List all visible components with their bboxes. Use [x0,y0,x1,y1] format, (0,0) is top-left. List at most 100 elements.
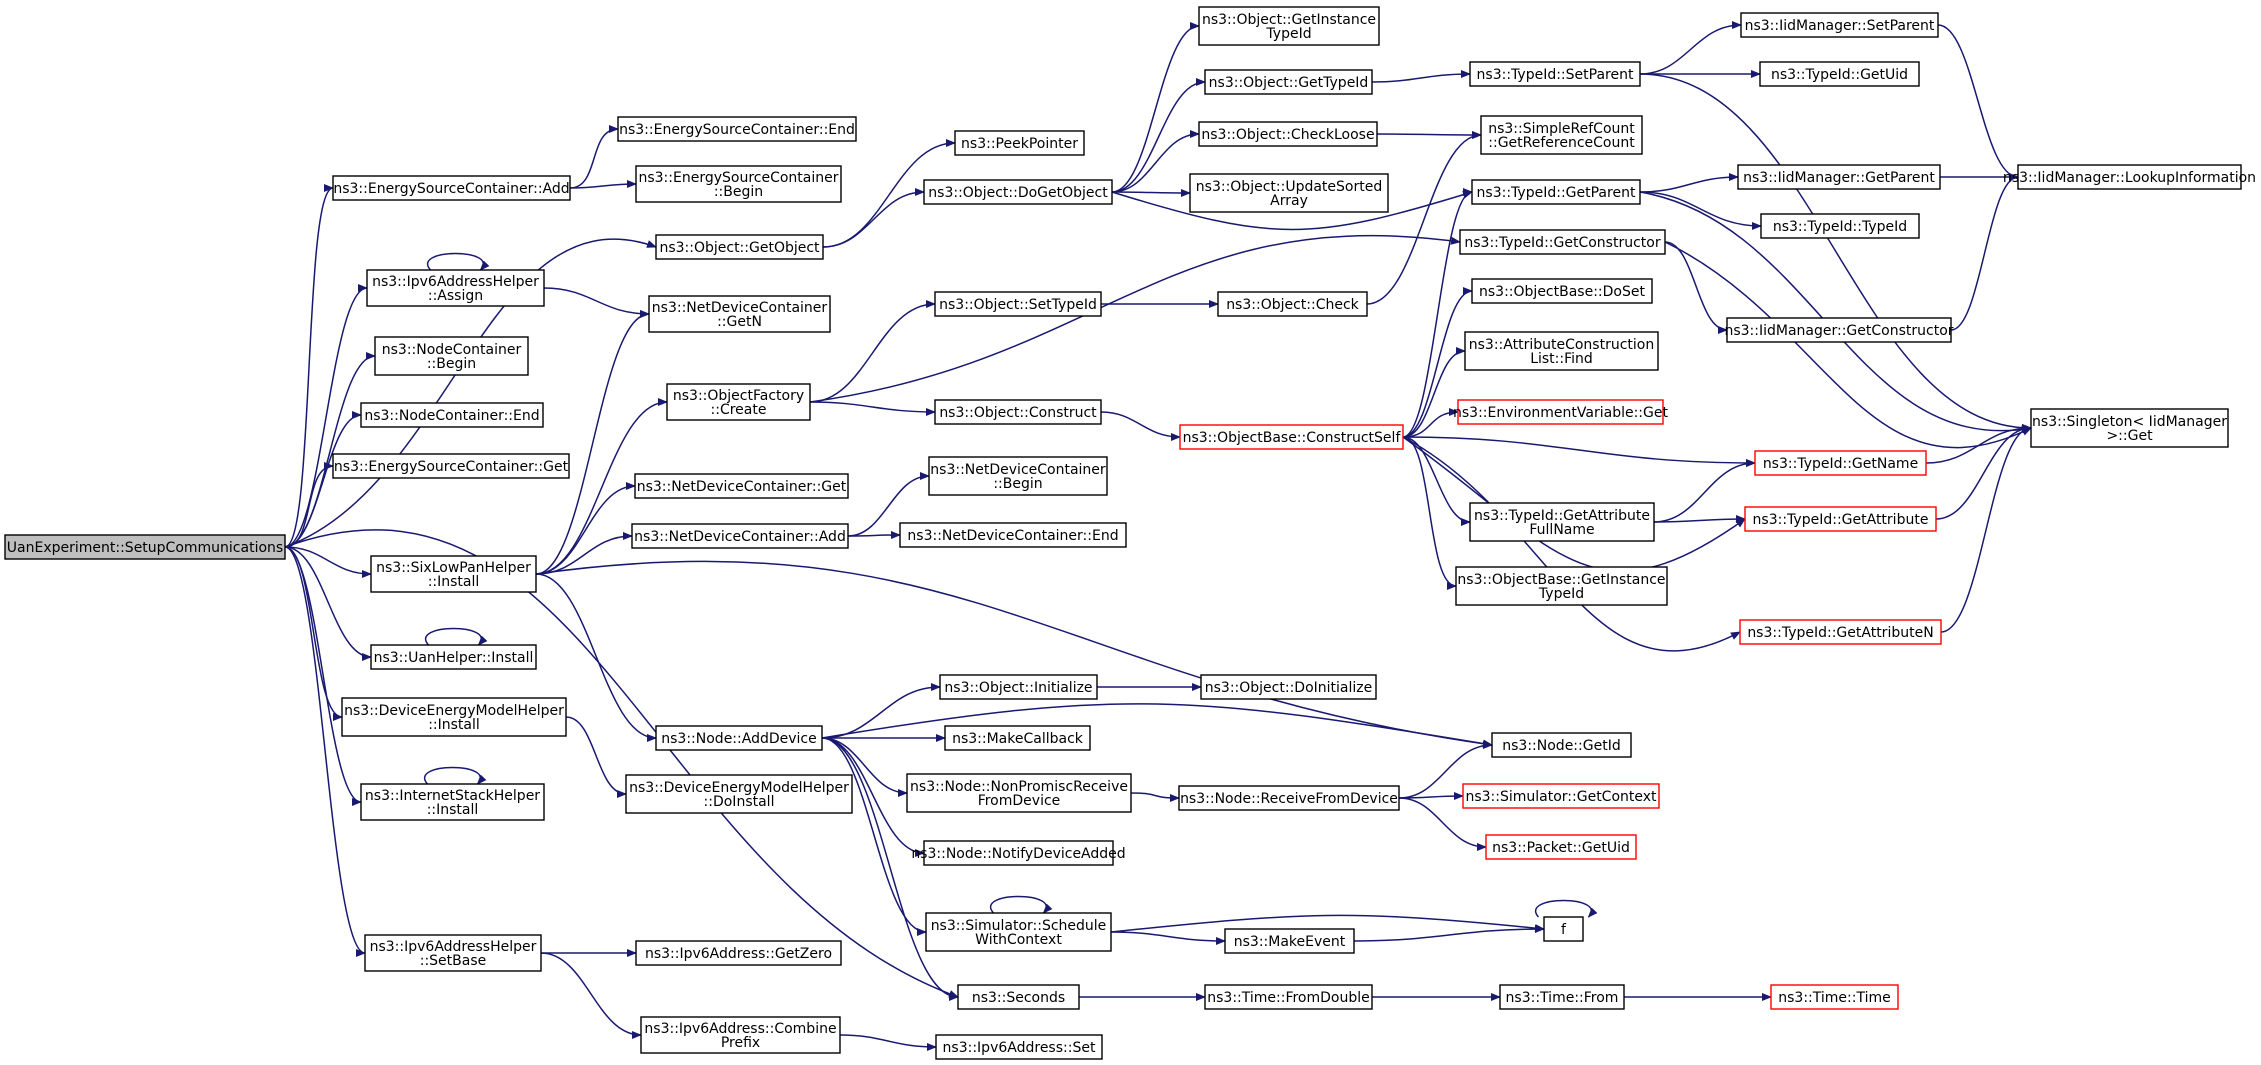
node-ipv6a_set[interactable]: ns3::Ipv6Address::Set [935,1034,1103,1060]
node-node_notify[interactable]: ns3::Node::NotifyDeviceAdded [911,840,1126,866]
edge-uanh-to-uanh [424,627,488,646]
node-box [1740,12,1939,38]
node-obj_dogetobject[interactable]: ns3::Object::DoGetObject [923,179,1113,205]
node-tid_setparent[interactable]: ns3::TypeId::SetParent [1469,61,1641,87]
node-box [939,674,1098,700]
node-packet_getuid[interactable]: ns3::Packet::GetUid [1485,834,1637,860]
node-ob_constructself[interactable]: ns3::ObjectBase::ConstructSelf [1179,424,1404,450]
node-time_time[interactable]: ns3::Time::Time [1770,984,1899,1010]
node-label: ::Install [428,574,480,590]
node-obj_gettypeid[interactable]: ns3::Object::GetTypeId [1204,69,1373,95]
node-box [1217,291,1368,317]
node-iid_setparent[interactable]: ns3::IidManager::SetParent [1740,12,1939,38]
node-ipv6h_setbase[interactable]: ns3::Ipv6AddressHelper::SetBase [364,934,542,972]
edge-ipv6h_assign-to-ipv6h_assign [426,252,490,271]
node-tid_getconstructor[interactable]: ns3::TypeId::GetConstructor [1459,229,1666,255]
node-obj_checkloose[interactable]: ns3::Object::CheckLoose [1198,121,1378,147]
edge-ob_constructself-to-tid_getparent [1402,188,1473,438]
node-ndc_begin[interactable]: ns3::NetDeviceContainer::Begin [928,456,1108,496]
node-box [666,383,811,421]
node-peekpointer[interactable]: ns3::PeekPointer [954,130,1085,156]
edge-ob_constructself-to-tid_getattributen [1402,436,1741,652]
node-obj_initialize[interactable]: ns3::Object::Initialize [939,674,1098,700]
node-esc_end[interactable]: ns3::EnergySourceContainer::End [617,116,857,142]
node-tid_typeid[interactable]: ns3::TypeId::TypeId [1760,213,1920,239]
node-box [1179,424,1404,450]
node-label: ns3::DeviceEnergyModelHelper [344,703,564,719]
node-nc_end[interactable]: ns3::NodeContainer::End [360,402,544,428]
node-ob_doset[interactable]: ns3::ObjectBase::DoSet [1471,278,1653,304]
node-box [1464,331,1659,371]
node-sixlow[interactable]: ns3::SixLowPanHelper::Install [370,555,537,593]
node-envvar_get[interactable]: ns3::EnvironmentVariable::Get [1453,399,1668,425]
node-box [617,116,857,142]
node-root[interactable]: UanExperiment::SetupCommunications [4,534,286,560]
node-label: ns3::Object::DoInitialize [1205,680,1372,696]
node-node_getid[interactable]: ns3::Node::GetId [1491,732,1632,758]
node-ndc_get[interactable]: ns3::NetDeviceContainer::Get [634,473,849,499]
node-time_from[interactable]: ns3::Time::From [1499,984,1625,1010]
node-iid_getconstructor[interactable]: ns3::IidManager::GetConstructor [1724,317,1954,343]
node-node_receivefromdevice[interactable]: ns3::Node::ReceiveFromDevice [1178,785,1400,811]
node-demh_install[interactable]: ns3::DeviceEnergyModelHelper::Install [341,697,567,737]
edge-tid_setparent-to-iid_setparent [1639,21,1742,75]
node-ndc_getn[interactable]: ns3::NetDeviceContainer::GetN [648,295,831,333]
node-iid_lookup[interactable]: ns3::IidManager::LookupInformation [2003,164,2256,190]
node-box [635,940,842,966]
node-tid_getattributen[interactable]: ns3::TypeId::GetAttributeN [1739,619,1942,645]
node-label: ns3::ObjectBase::ConstructSelf [1183,430,1402,446]
node-makecallback[interactable]: ns3::MakeCallback [944,725,1091,751]
node-obj_getobject[interactable]: ns3::Object::GetObject [655,234,824,260]
node-seconds[interactable]: ns3::Seconds [957,984,1080,1010]
node-box [944,725,1091,751]
edge-of_create-to-tid_getconstructor [809,234,1461,403]
node-time_fromdouble[interactable]: ns3::Time::FromDouble [1204,984,1373,1010]
node-tid_getuid[interactable]: ns3::TypeId::GetUid [1759,61,1920,87]
node-sim_getcontext[interactable]: ns3::Simulator::GetContext [1462,783,1660,809]
node-nc_begin[interactable]: ns3::NodeContainer::Begin [374,336,529,376]
node-ish[interactable]: ns3::InternetStackHelper::Install [360,783,545,821]
node-demh_doinstall[interactable]: ns3::DeviceEnergyModelHelper::DoInstall [625,774,853,814]
node-ndc_end[interactable]: ns3::NetDeviceContainer::End [899,522,1127,548]
node-uanh[interactable]: ns3::UanHelper::Install [370,644,537,670]
node-src_getrefcount[interactable]: ns3::SimpleRefCount::GetReferenceCount [1480,115,1643,155]
node-ipv6a_getzero[interactable]: ns3::Ipv6Address::GetZero [635,940,842,966]
node-node_adddevice[interactable]: ns3::Node::AddDevice [655,725,823,751]
node-obj_doinitialize[interactable]: ns3::Object::DoInitialize [1200,674,1377,700]
node-makeevent[interactable]: ns3::MakeEvent [1224,928,1355,954]
node-obj_settypeid[interactable]: ns3::Object::SetTypeId [934,291,1102,317]
node-label: ns3::NetDeviceContainer::Get [637,479,847,495]
node-box [1459,229,1666,255]
node-f[interactable]: f [1543,916,1584,942]
node-ipv6h_assign[interactable]: ns3::Ipv6AddressHelper::Assign [366,269,545,307]
node-singleton_get[interactable]: ns3::Singleton< IidManager>::Get [2030,408,2229,448]
node-iid_getparent[interactable]: ns3::IidManager::GetParent [1737,164,1941,190]
node-box [366,269,545,307]
node-ndc_add[interactable]: ns3::NetDeviceContainer::Add [631,523,849,549]
node-tid_getparent[interactable]: ns3::TypeId::GetParent [1471,179,1641,205]
node-tid_getattribute[interactable]: ns3::TypeId::GetAttribute [1744,506,1937,532]
node-obj_construct[interactable]: ns3::Object::Construct [934,399,1102,425]
edge-tid_getattribute-to-singleton_get [1935,424,2032,520]
node-label: ns3::NodeContainer::End [364,408,539,424]
edge-node_adddevice-to-seconds [821,737,959,1001]
node-obj_check[interactable]: ns3::Object::Check [1217,291,1368,317]
node-esc_begin[interactable]: ns3::EnergySourceContainer::Begin [635,165,842,203]
edge-node_receivefromdevice-to-node_getid [1398,741,1493,799]
node-label: ns3::NetDeviceContainer::End [907,528,1118,544]
node-of_create[interactable]: ns3::ObjectFactory::Create [666,383,811,421]
edge-root-to-sixlow [284,546,372,578]
node-esc_add[interactable]: ns3::EnergySourceContainer::Add [332,175,571,201]
node-box [1471,179,1641,205]
edge-esc_add-to-esc_end [569,125,619,189]
node-tid_getname[interactable]: ns3::TypeId::GetName [1754,450,1927,476]
node-esc_get[interactable]: ns3::EnergySourceContainer::Get [332,453,570,479]
